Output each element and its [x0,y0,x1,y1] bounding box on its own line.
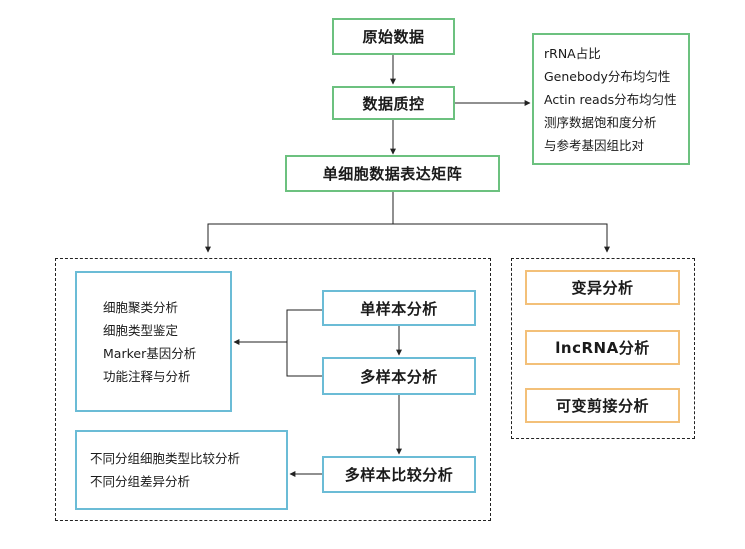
left-analysis-group [55,258,491,521]
qc-item: 测序数据饱和度分析 [544,114,657,130]
multi-sample-compare-node: 多样本比较分析 [322,456,476,493]
lncrna-analysis-label: lncRNA分析 [555,339,650,357]
raw-data-node: 原始数据 [332,18,455,55]
cell-analysis-list-box: 细胞聚类分析 细胞类型鉴定 Marker基因分析 功能注释与分析 [75,271,232,412]
qc-details-box: rRNA占比 Genebody分布均匀性 Actin reads分布均匀性 测序… [532,33,690,165]
variation-analysis-node: 变异分析 [525,270,680,305]
compare-item: 不同分组细胞类型比较分析 [90,451,241,466]
arrow-matrix-right [393,223,610,253]
analysis-item: 细胞类型鉴定 [103,322,179,338]
qc-item: 与参考基因组比对 [544,137,645,153]
qc-item: rRNA占比 [544,45,601,61]
multi-sample-analysis-node: 多样本分析 [322,357,476,395]
quality-control-label: 数据质控 [362,94,425,113]
right-analysis-group [511,258,695,439]
group-compare-list-box: 不同分组细胞类型比较分析 不同分组差异分析 [75,430,288,510]
bracket-to-analysis-list [286,309,322,377]
quality-control-node: 数据质控 [332,86,455,120]
lncrna-analysis-node: lncRNA分析 [525,330,680,365]
qc-item: Actin reads分布均匀性 [544,91,677,107]
expression-matrix-node: 单细胞数据表达矩阵 [285,155,500,192]
raw-data-label: 原始数据 [362,28,425,46]
multi-sample-compare-label: 多样本比较分析 [344,466,454,484]
single-sample-analysis-node: 单样本分析 [322,290,476,326]
analysis-item: 功能注释与分析 [103,368,191,384]
variation-analysis-label: 变异分析 [571,279,634,297]
expression-matrix-label: 单细胞数据表达矩阵 [322,165,463,183]
single-sample-analysis-label: 单样本分析 [360,299,438,318]
compare-item: 不同分组差异分析 [90,474,191,489]
analysis-item: Marker基因分析 [103,345,197,361]
alternative-splicing-node: 可变剪接分析 [525,388,680,423]
arrow-matrix-split [205,192,394,253]
alternative-splicing-label: 可变剪接分析 [555,397,649,415]
multi-sample-analysis-label: 多样本分析 [360,367,438,386]
analysis-item: 细胞聚类分析 [103,299,179,315]
qc-item: Genebody分布均匀性 [544,68,671,84]
